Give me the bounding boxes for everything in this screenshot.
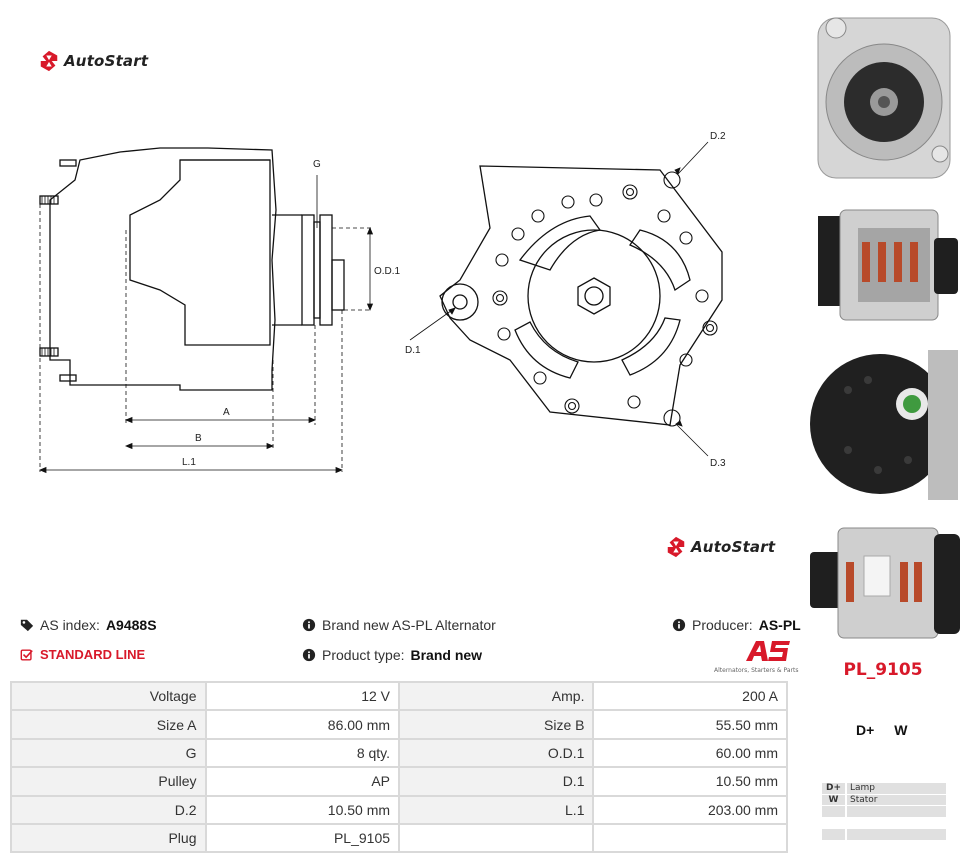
spec-table: Voltage 12 V Amp. 200 A Size A 86.00 mm …	[10, 680, 788, 854]
label-b: B	[195, 433, 202, 444]
legend-row: D+ Lamp	[822, 783, 946, 795]
table-row: Voltage 12 V Amp. 200 A	[10, 680, 788, 712]
spec-value: AP	[204, 766, 401, 797]
spec-key: D.1	[398, 766, 595, 797]
table-row: Plug PL_9105	[10, 822, 788, 854]
as-pl-logo: Alternators, Starters & Parts	[714, 640, 799, 674]
photo-rear-view[interactable]	[808, 340, 964, 518]
standard-line-label: STANDARD LINE	[40, 647, 146, 662]
producer-label: Producer:	[692, 617, 753, 633]
autostart-logo-icon	[667, 536, 685, 558]
plug-terminals: D+ W	[856, 722, 908, 738]
technical-drawing: G O.D.1 A B L.1 D.1 D.2 D.3	[38, 131, 726, 474]
checkbox-icon	[20, 648, 33, 661]
spec-key: Voltage	[10, 680, 207, 712]
photo-label-view[interactable]	[808, 522, 964, 646]
info-icon	[302, 618, 316, 632]
label-d2: D.2	[710, 131, 726, 142]
spec-value: 203.00 mm	[592, 794, 788, 825]
spec-key: Size A	[10, 709, 207, 740]
spec-value: 10.50 mm	[592, 766, 788, 797]
photo-front-view[interactable]	[808, 4, 964, 192]
info-icon	[302, 648, 316, 662]
as-index-value: A9488S	[105, 617, 157, 633]
product-type: Product type: Brand new	[302, 647, 482, 663]
legend-desc: Stator	[846, 794, 946, 806]
terminal-w: W	[894, 722, 908, 738]
legend-row-spacer	[822, 817, 946, 829]
label-a: A	[223, 407, 230, 418]
terminal-d-plus: D+	[856, 722, 875, 738]
producer: Producer: AS-PL	[672, 617, 801, 633]
standard-line: STANDARD LINE	[20, 647, 145, 662]
legend-term: W	[822, 794, 847, 806]
spec-key	[398, 822, 595, 854]
spec-value: 12 V	[204, 680, 401, 712]
product-type-label: Product type:	[322, 647, 405, 663]
producer-tagline: Alternators, Starters & Parts	[714, 667, 799, 674]
label-d1: D.1	[405, 345, 421, 356]
table-row: Size A 86.00 mm Size B 55.50 mm	[10, 709, 788, 740]
table-row: G 8 qty. O.D.1 60.00 mm	[10, 737, 788, 769]
as-pl-logo-mark	[746, 641, 790, 661]
autostart-logo: AutoStart	[38, 50, 148, 72]
spec-key: Size B	[398, 709, 595, 740]
table-row: D.2 10.50 mm L.1 203.00 mm	[10, 794, 788, 825]
photo-side-view[interactable]	[808, 194, 964, 334]
product-type-value: Brand new	[410, 647, 483, 663]
legend-desc: Lamp	[846, 783, 946, 795]
brand-name-secondary: AutoStart	[691, 538, 776, 556]
label-g: G	[313, 159, 321, 170]
as-index: AS index: A9488S	[20, 617, 157, 633]
brand-name: AutoStart	[64, 52, 149, 70]
description-text: Brand new AS-PL Alternator	[322, 617, 496, 633]
label-d3: D.3	[710, 458, 726, 469]
plug-legend: D+ Lamp W Stator	[822, 783, 946, 841]
spec-key: D.2	[10, 794, 207, 825]
label-l1: L.1	[182, 457, 196, 468]
label-od1: O.D.1	[374, 266, 401, 277]
legend-row: W Stator	[822, 794, 946, 806]
spec-key: Plug	[10, 822, 207, 854]
legend-row-empty	[822, 828, 946, 841]
legend-term: D+	[822, 783, 847, 795]
tag-icon	[20, 619, 34, 632]
spec-key: G	[10, 737, 207, 769]
spec-key: L.1	[398, 794, 595, 825]
description: Brand new AS-PL Alternator	[302, 617, 496, 633]
spec-value: 200 A	[592, 680, 788, 712]
table-row: Pulley AP D.1 10.50 mm	[10, 766, 788, 797]
spec-key: O.D.1	[398, 737, 595, 769]
spec-value: 60.00 mm	[592, 737, 788, 769]
plug-code: PL_9105	[843, 660, 923, 680]
spec-value: 10.50 mm	[204, 794, 401, 825]
producer-value: AS-PL	[758, 617, 801, 633]
spec-value: 55.50 mm	[592, 709, 788, 740]
spec-value	[592, 822, 788, 854]
as-index-label: AS index:	[40, 617, 100, 633]
spec-value: PL_9105	[204, 822, 401, 854]
spec-key: Pulley	[10, 766, 207, 797]
spec-value: 86.00 mm	[204, 709, 401, 740]
spec-value: 8 qty.	[204, 737, 401, 769]
autostart-logo-secondary: AutoStart	[665, 536, 775, 558]
spec-key: Amp.	[398, 680, 595, 712]
legend-row-empty	[822, 805, 946, 818]
info-icon	[672, 618, 686, 632]
autostart-logo-icon	[40, 50, 58, 72]
